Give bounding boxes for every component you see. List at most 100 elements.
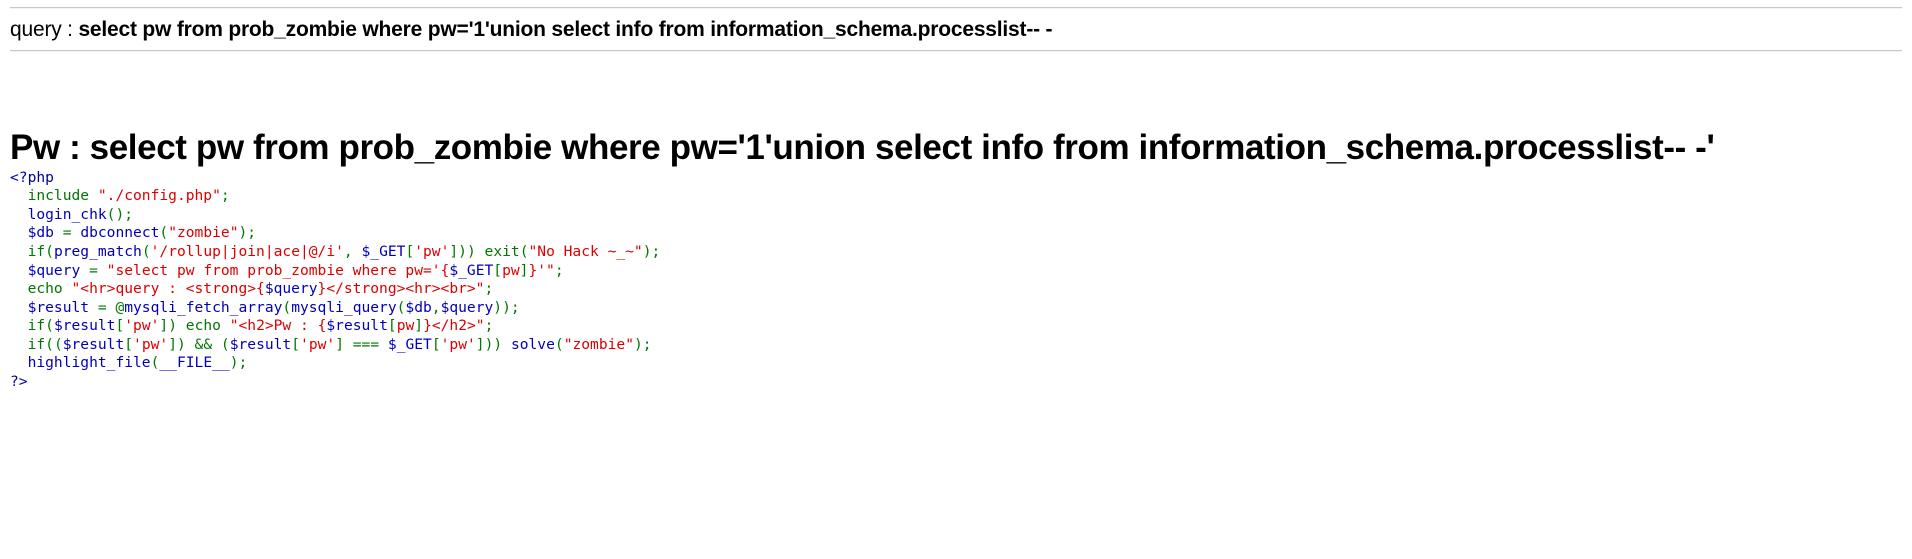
code-token: (: [554, 335, 564, 353]
code-token: ;: [484, 317, 494, 335]
code-token: if: [27, 242, 46, 260]
code-token: echo: [185, 317, 230, 335]
code-token: );: [229, 354, 248, 372]
code-token: ]: [414, 317, 424, 335]
code-token: [10, 336, 28, 353]
code-token: __FILE__: [159, 354, 230, 372]
code-token: [: [291, 335, 301, 353]
code-token: "./config.php": [97, 187, 221, 205]
code-token: [: [405, 242, 415, 260]
code-token: [10, 299, 28, 316]
code-token: (: [45, 317, 54, 335]
code-token: (: [282, 298, 292, 316]
code-token: mysqli_query: [291, 298, 397, 316]
code-line: $result = @mysqli_fetch_array(mysqli_que…: [10, 299, 520, 316]
code-token: ;: [484, 280, 494, 298]
code-line: include "./config.php";: [10, 187, 230, 204]
code-line: if(preg_match('/rollup|join|ace|@/i', $_…: [10, 242, 661, 260]
code-token: if: [27, 335, 46, 353]
code-token: ]: [519, 261, 529, 279]
code-token: ]): [159, 317, 186, 335]
code-token: $_GET: [387, 335, 432, 353]
code-token: ,: [431, 298, 441, 316]
code-token: [10, 187, 28, 204]
code-token: $result: [62, 335, 125, 353]
code-token: "<hr>query : <strong>{: [71, 280, 265, 298]
code-token: [: [115, 317, 125, 335]
code-token: );: [238, 224, 257, 242]
code-token: <?php: [10, 168, 54, 186]
query-label: query :: [10, 18, 79, 41]
code-token: [10, 206, 28, 223]
code-token: include: [27, 187, 98, 205]
code-token: echo: [27, 280, 72, 298]
code-token: $db: [405, 298, 432, 316]
code-token: }'": [528, 261, 555, 279]
code-token: (: [150, 354, 160, 372]
code-line: if(($result['pw']) && ($result['pw'] ===…: [10, 336, 652, 353]
code-token: }</h2>": [423, 317, 485, 335]
code-line: highlight_file(__FILE__);: [10, 354, 248, 372]
code-token: $result: [53, 317, 116, 335]
code-token: [: [493, 261, 503, 279]
query-echo-line: query : select pw from prob_zombie where…: [10, 17, 1902, 43]
code-token: (: [141, 242, 151, 260]
code-token: ();: [106, 205, 134, 223]
pw-result-heading: Pw : select pw from prob_zombie where pw…: [10, 127, 1910, 168]
code-token: ])): [449, 242, 485, 260]
code-token: "<h2>Pw : {: [229, 317, 327, 335]
code-token: "select pw from prob_zombie where pw='{: [106, 261, 450, 279]
code-token: pw: [396, 317, 415, 335]
code-token: (: [159, 224, 169, 242]
code-token: '/rollup|join|ace|@/i': [150, 242, 344, 260]
code-line: $db = dbconnect("zombie");: [10, 224, 256, 241]
code-token: login_chk: [27, 205, 107, 223]
code-token: dbconnect: [80, 224, 160, 242]
code-token: [10, 317, 28, 334]
code-token: );: [633, 335, 652, 353]
code-token: $result: [229, 335, 292, 353]
code-token: 'pw': [440, 335, 476, 353]
code-token: = @: [97, 298, 125, 316]
code-line: login_chk();: [10, 206, 133, 223]
code-token: $query: [27, 261, 90, 279]
code-line: echo "<hr>query : <strong>{$query}</stro…: [10, 280, 494, 298]
code-token: solve: [510, 335, 555, 353]
code-token: [: [124, 335, 134, 353]
code-token: [10, 354, 28, 371]
top-horizontal-rule: [10, 7, 1902, 9]
code-token: highlight_file: [27, 354, 151, 372]
code-token: );: [642, 242, 661, 260]
query-value: select pw from prob_zombie where pw='1'u…: [78, 18, 1053, 41]
code-token: =: [89, 261, 107, 279]
code-token: $query: [264, 280, 318, 298]
code-token: 'pw': [414, 242, 450, 260]
code-token: [10, 224, 28, 241]
code-token: 'pw': [124, 317, 160, 335]
code-token: }</strong><hr><br>": [317, 280, 485, 298]
code-token: ((: [45, 335, 63, 353]
code-token: [10, 280, 28, 297]
code-token: =: [62, 224, 81, 242]
code-token: ,: [343, 242, 362, 260]
code-token: [10, 262, 28, 279]
code-token: (: [396, 298, 406, 316]
code-token: pw: [502, 261, 520, 279]
line-break-spacer: [10, 59, 1902, 85]
code-token: mysqli_fetch_array: [124, 298, 283, 316]
code-token: [: [387, 317, 397, 335]
code-token: $result: [326, 317, 388, 335]
code-token: ]) && (: [168, 335, 230, 353]
code-token: [10, 243, 28, 260]
code-token: ));: [493, 298, 520, 316]
code-token: [: [431, 335, 441, 353]
pw-heading-line-2: ': [1706, 128, 1715, 168]
code-token: if: [27, 317, 46, 335]
code-line: <?php: [10, 169, 54, 186]
code-token: preg_match: [53, 242, 142, 260]
code-token: ?>: [10, 373, 28, 391]
php-source-code: <?php include "./config.php"; login_chk(…: [10, 169, 1902, 392]
code-line: $query = "select pw from prob_zombie whe…: [10, 262, 564, 279]
code-token: ])): [475, 335, 511, 353]
code-token: 'pw': [300, 335, 336, 353]
